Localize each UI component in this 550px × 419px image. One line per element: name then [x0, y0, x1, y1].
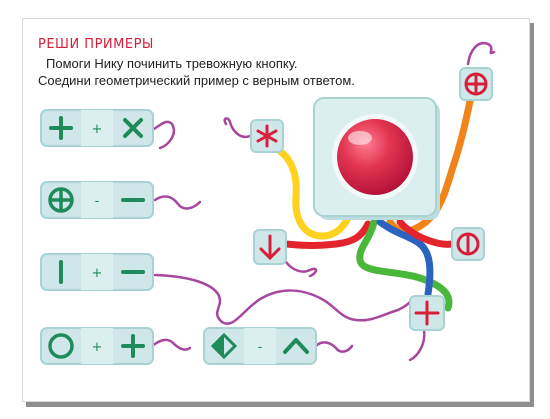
- scribble-row2: [153, 195, 202, 210]
- wire-red: [282, 220, 372, 249]
- operator-plus: +: [92, 266, 103, 281]
- cross-icon: [121, 334, 145, 358]
- scribble-arrow: [284, 260, 318, 278]
- example-row-2[interactable]: -: [40, 181, 154, 219]
- circle-icon: [48, 333, 74, 359]
- answer-arrow-down-card[interactable]: [253, 229, 287, 265]
- caret-icon: [283, 338, 309, 354]
- wire-green: [356, 218, 453, 312]
- circle-cross-icon: [464, 72, 488, 96]
- example-row-3[interactable]: +: [40, 253, 154, 291]
- operator-minus: -: [95, 194, 100, 209]
- scribble-lines: [150, 41, 496, 362]
- diamond-split-icon: [210, 332, 238, 360]
- answer-cross-card[interactable]: [409, 295, 445, 331]
- instruction-line-1: Помоги Нику починить тревожную кнопку.: [46, 56, 298, 71]
- example-row-5[interactable]: -: [203, 327, 317, 365]
- arrow-down-icon: [259, 234, 281, 261]
- scribble-row1: [150, 120, 176, 150]
- alarm-button[interactable]: [313, 97, 440, 220]
- example-row-1[interactable]: +: [40, 109, 154, 147]
- answer-circle-cross-card[interactable]: [459, 67, 493, 101]
- operator-plus: +: [92, 340, 103, 355]
- example-row-4[interactable]: +: [40, 327, 154, 365]
- scribble-row5: [314, 341, 354, 353]
- page-title: РЕШИ ПРИМЕРЫ: [38, 37, 154, 52]
- circle-cross-icon: [48, 187, 74, 213]
- scribble-top-right: [466, 41, 496, 66]
- answer-asterisk-card[interactable]: [250, 119, 284, 153]
- answer-circle-bar-card[interactable]: [451, 227, 485, 261]
- circle-bar-icon: [456, 232, 480, 256]
- wire-blue: [376, 218, 434, 298]
- operator-minus: -: [258, 340, 263, 355]
- scribble-asterisk: [223, 117, 252, 139]
- alarm-button-red-dome[interactable]: [337, 119, 413, 195]
- asterisk-icon: [256, 124, 278, 148]
- cross-icon: [49, 116, 73, 140]
- wire-yellow: [266, 142, 352, 240]
- wires: [266, 88, 476, 312]
- wire-red-right: [396, 218, 456, 248]
- cross-icon: [414, 300, 440, 326]
- instruction-line-2: Соедини геометрический пример с верным о…: [38, 73, 355, 88]
- scribble-row3-long: [153, 273, 414, 325]
- scribble-bottom-plus: [408, 328, 426, 362]
- operator-plus: +: [92, 122, 103, 137]
- x-icon: [123, 118, 143, 138]
- scribble-row4: [150, 338, 192, 351]
